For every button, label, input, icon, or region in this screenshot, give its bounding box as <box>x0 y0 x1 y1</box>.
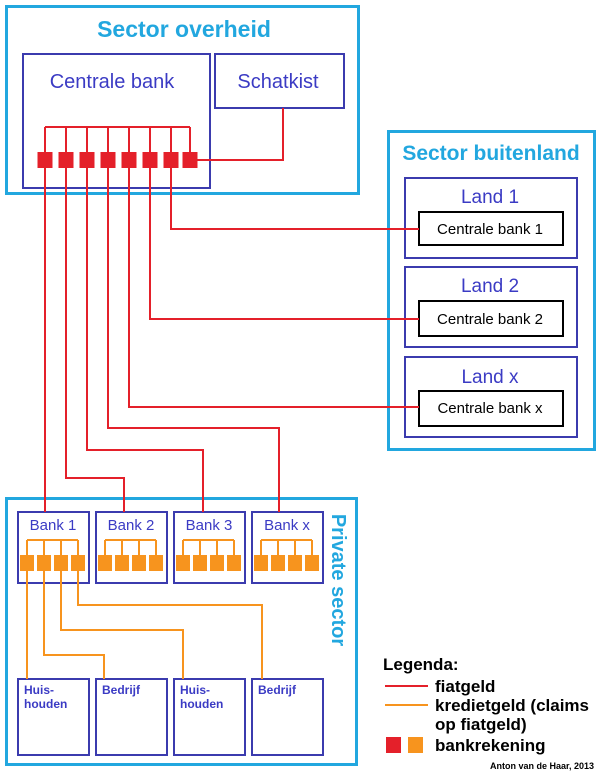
cb-account-1 <box>37 152 53 168</box>
legend-orange-account-square <box>408 737 423 753</box>
bank-1-account-2 <box>37 555 51 571</box>
bank-1-account-4 <box>71 555 85 571</box>
author-credit: Anton van de Haar, 2013 <box>490 761 594 771</box>
schatkist-box <box>214 53 345 109</box>
bank-2-account-2 <box>115 555 129 571</box>
cb-account-6 <box>142 152 158 168</box>
bank-2-account-4 <box>149 555 163 571</box>
legend-title: Legenda: <box>383 655 459 674</box>
private-sector-border <box>5 497 358 766</box>
huishouden-1-label-line1: Huis- <box>24 683 54 697</box>
huishouden-2-box <box>173 678 246 756</box>
bank-x-label: Bank x <box>264 517 310 534</box>
bank-3-account-comb <box>182 539 235 555</box>
wire-to-huishouden-2 <box>60 571 184 679</box>
huishouden-2-label-line2: houden <box>180 697 223 711</box>
centrale-bank-x-label: Centrale bank x <box>437 400 543 417</box>
bank-2-account-3 <box>132 555 146 571</box>
centrale-bank-1-box <box>418 211 564 246</box>
land-2-box <box>404 266 578 348</box>
cb-account-8 <box>182 152 198 168</box>
land-2-label: Land 2 <box>461 276 519 297</box>
centrale-bank-label: Centrale bank <box>50 71 176 93</box>
legend-kredietgeld-label-line1: kredietgeld (claims <box>435 696 589 715</box>
fiatgeld-wires <box>44 108 419 512</box>
legend-fiatgeld-label: fiatgeld <box>435 677 495 696</box>
wire-to-bank-3 <box>86 168 204 512</box>
cb-account-3 <box>79 152 95 168</box>
central-bank-accounts <box>37 152 198 168</box>
kredietgeld-wires <box>26 539 313 679</box>
bank-accounts <box>20 555 319 571</box>
legend-kredietgeld-label-line2: op fiatgeld) <box>435 715 527 734</box>
bank-x-account-3 <box>288 555 302 571</box>
bank-1-account-1 <box>20 555 34 571</box>
sector-overheid-title: Sector overheid <box>97 16 271 42</box>
legend-red-account-square <box>386 737 401 753</box>
land-x-box <box>404 356 578 438</box>
bank-x-account-4 <box>305 555 319 571</box>
wire-to-schatkist <box>197 108 284 161</box>
centrale-bank-x-box <box>418 390 564 427</box>
huishouden-2-label-line1: Huis- <box>180 683 210 697</box>
bank-1-label: Bank 1 <box>30 517 77 534</box>
huishouden-1-label-line2: houden <box>24 697 67 711</box>
bank-x-account-1 <box>254 555 268 571</box>
wire-to-bedrijf-2 <box>77 571 263 679</box>
sector-overheid-border <box>5 5 360 195</box>
bank-2-account-comb <box>104 539 157 555</box>
bank-1-box <box>17 511 90 584</box>
bank-3-account-2 <box>193 555 207 571</box>
bank-3-account-4 <box>227 555 241 571</box>
huishouden-1-box <box>17 678 90 756</box>
centrale-bank-2-label: Centrale bank 2 <box>437 311 543 328</box>
private-sector: Private sector Bank 1 Bank 2 Bank 3 Bank… <box>5 497 358 766</box>
bedrijf-1-box <box>95 678 168 756</box>
wire-to-centrale-bank-2 <box>149 168 419 320</box>
bank-1-account-3 <box>54 555 68 571</box>
bank-1-account-comb <box>26 539 79 555</box>
bank-2-account-1 <box>98 555 112 571</box>
sector-buitenland-border <box>387 130 596 451</box>
bank-3-account-3 <box>210 555 224 571</box>
bedrijf-1-label: Bedrijf <box>102 683 141 697</box>
bedrijf-2-box <box>251 678 324 756</box>
central-bank-account-comb <box>44 126 191 152</box>
bank-x-account-comb <box>260 539 313 555</box>
cb-account-4 <box>100 152 116 168</box>
wire-to-bank-x <box>107 168 280 512</box>
bank-3-account-1 <box>176 555 190 571</box>
bedrijf-2-label: Bedrijf <box>258 683 297 697</box>
centrale-bank-1-label: Centrale bank 1 <box>437 221 543 238</box>
centrale-bank-box <box>22 53 211 189</box>
bank-x-account-2 <box>271 555 285 571</box>
land-x-label: Land x <box>461 367 519 388</box>
private-sector-title: Private sector <box>327 514 349 647</box>
cb-account-5 <box>121 152 137 168</box>
bank-3-label: Bank 3 <box>186 517 233 534</box>
legend: Legenda: fiatgeld kredietgeld (claims op… <box>383 655 589 755</box>
schatkist-label: Schatkist <box>237 71 319 93</box>
land-1-label: Land 1 <box>461 187 519 208</box>
bank-3-box <box>173 511 246 584</box>
legend-bankrekening-label: bankrekening <box>435 736 546 755</box>
cb-account-7 <box>163 152 179 168</box>
land-1-box <box>404 177 578 259</box>
wire-to-bank-2 <box>65 168 125 512</box>
bank-2-box <box>95 511 168 584</box>
sector-overheid: Sector overheid Centrale bank Schatkist <box>5 5 360 195</box>
wire-to-bedrijf-1 <box>43 571 105 679</box>
wire-to-centrale-bank-1 <box>170 168 419 230</box>
wire-to-centrale-bank-x <box>128 168 419 408</box>
sector-buitenland-title: Sector buitenland <box>402 142 579 165</box>
sector-buitenland: Sector buitenland Land 1 Centrale bank 1… <box>387 130 596 451</box>
cb-account-2 <box>58 152 74 168</box>
bank-2-label: Bank 2 <box>108 517 155 534</box>
bank-x-box <box>251 511 324 584</box>
